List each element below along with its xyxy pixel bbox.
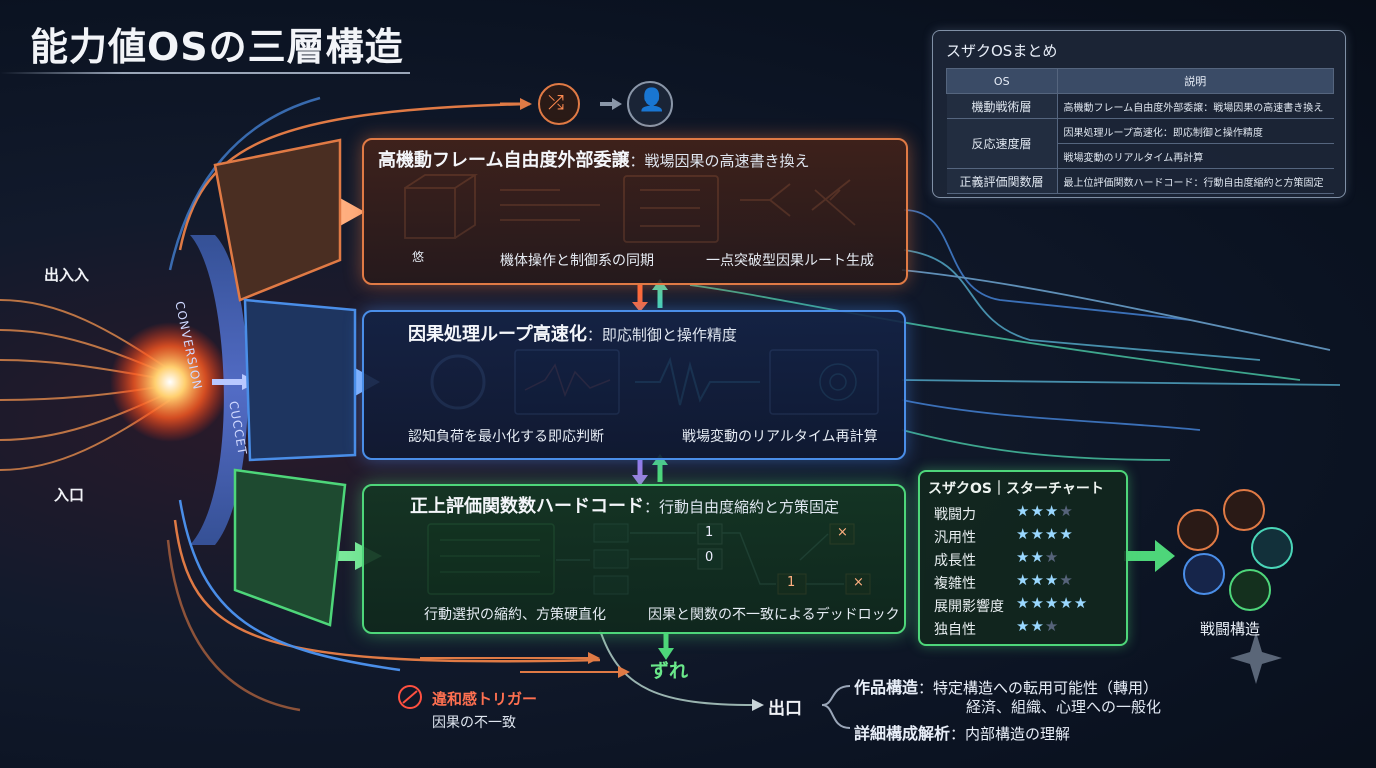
summary-header-desc: 説明 (1056, 68, 1334, 94)
battle-cluster (1177, 489, 1293, 611)
shuffle-icon: ⤮ (548, 90, 564, 114)
star-row-label: 成長性 (934, 553, 976, 569)
summary-cell-os: 反応速度層 (946, 118, 1058, 169)
summary-cell-desc: 最上位評価関数ハードコード：行動自由度縮約と方策固定 (1057, 168, 1334, 194)
star-filled-icon: ★ (1059, 525, 1074, 543)
star-filled-icon: ★ (1044, 502, 1060, 520)
star-filled-icon: ★ (1030, 571, 1045, 589)
star-row-label: 戦闘力 (934, 507, 976, 523)
layer-title-reaction: 因果処理ループ高速化：即応制御と操作精度 (408, 324, 737, 345)
star-filled-icon: ★ (1030, 502, 1045, 520)
deviation-label: ずれ (650, 660, 689, 682)
exit-flows (420, 629, 851, 729)
right-streams (689, 209, 1341, 461)
summary-cell-os: 機動戦術層 (946, 93, 1058, 119)
no-entry-slash (402, 690, 418, 704)
star-filled-icon: ★ (1044, 594, 1060, 612)
star-rating: ★★★★★ (1016, 594, 1088, 612)
summary-cell-os: 正義評価関数層 (946, 168, 1058, 194)
star-empty-icon: ★ (1059, 502, 1074, 520)
summary-cell-desc: 因果処理ループ高速化：即応制御と操作精度 (1057, 118, 1334, 144)
battle-structure-label: 戦闘構造 (1200, 620, 1261, 638)
star-empty-icon: ★ (1044, 548, 1060, 566)
star-rating: ★★★★ (1016, 525, 1074, 543)
sparkle-icon (1230, 632, 1282, 684)
star-filled-icon: ★ (1044, 525, 1060, 543)
table-row: 機動戦術層 高機動フレーム自由度外部委譲：戦場因果の高速書き換え (946, 93, 1334, 119)
star-filled-icon: ★ (1044, 571, 1060, 589)
star-chart-box (918, 470, 1128, 646)
exit-item-work: 作品構造：特定構造への転用可能性（轉用） (854, 678, 1159, 697)
summary-title: スザクOSまとめ (946, 42, 1058, 60)
input-label-top: 出入入 (44, 266, 90, 284)
star-filled-icon: ★ (1059, 594, 1074, 612)
trigger-title: 違和感トリガー (432, 690, 538, 708)
summary-cell-desc: 高機動フレーム自由度外部委譲：戦場因果の高速書き換え (1057, 93, 1334, 119)
star-filled-icon: ★ (1016, 594, 1031, 612)
caption-sync: 機体操作と制御系の同期 (500, 253, 654, 269)
summary-cell-desc: 戦場変動のリアルタイム再計算 (1057, 143, 1334, 169)
user-circle (627, 81, 673, 127)
table-row: 正義評価関数層 最上位評価関数ハードコード：行動自由度縮約と方策固定 (946, 168, 1334, 194)
title-underline (0, 72, 410, 74)
star-rating: ★★★★ (1016, 571, 1074, 589)
input-label-bottom: 入口 (54, 486, 85, 504)
caption-contraction: 行動選択の縮約、方策硬直化 (424, 607, 606, 623)
star-row-label: 展開影響度 (934, 599, 1004, 615)
star-filled-icon: ★ (1016, 525, 1031, 543)
star-rating: ★★★ (1016, 617, 1059, 635)
star-filled-icon: ★ (1016, 571, 1031, 589)
star-filled-icon: ★ (1030, 617, 1045, 635)
shuffle-circle (538, 83, 580, 125)
node-x-2: × (853, 575, 864, 590)
trigger-subtitle: 因果の不一致 (432, 715, 516, 731)
node-zero: 0 (705, 550, 714, 565)
layer-title-mobility: 高機動フレーム自由度外部委譲：戦場因果の高速書き換え (378, 150, 810, 171)
star-empty-icon: ★ (1059, 571, 1074, 589)
star-filled-icon: ★ (1016, 502, 1031, 520)
node-x-1: × (837, 525, 848, 540)
star-filled-icon: ★ (1030, 594, 1045, 612)
conversion-ring (190, 235, 249, 545)
exit-item-analysis: 詳細構成解析：内部構造の理解 (854, 724, 1071, 743)
table-row: 反応速度層 因果処理ループ高速化：即応制御と操作精度 (946, 118, 1334, 169)
caption-deadlock: 因果と関数の不一致によるデッドロック (648, 607, 900, 623)
outer-streams (166, 96, 601, 712)
star-chart-title: スザクOS｜スターチャート (928, 481, 1104, 497)
star-filled-icon: ★ (1030, 525, 1045, 543)
exit-item-generalize: 経済、組織、心理への一般化 (966, 698, 1162, 716)
star-row-label: 汎用性 (934, 530, 976, 546)
summary-table: OS 説明 機動戦術層 高機動フレーム自由度外部委譲：戦場因果の高速書き換え 反… (946, 68, 1334, 194)
page-title: 能力値OSの三層構造 (30, 25, 404, 69)
layer-arrows (632, 279, 674, 660)
caption-judgement: 認知負荷を最小化する即応判断 (408, 429, 604, 445)
layer-panel-evaluation (362, 484, 906, 634)
exit-label: 出口 (768, 699, 802, 719)
star-filled-icon: ★ (1030, 548, 1045, 566)
star-row-label: 複雑性 (934, 576, 976, 592)
side-tiles (213, 138, 357, 627)
caption-recalc: 戦場変動のリアルタイム再計算 (682, 429, 878, 445)
node-one-b: 1 (787, 575, 796, 590)
caption-small: 悠 (412, 250, 425, 264)
summary-header-os: OS (946, 68, 1058, 94)
no-entry-icon (398, 685, 422, 709)
layer-panel-reaction (362, 310, 906, 460)
star-row-label: 独自性 (934, 622, 976, 638)
layer-title-evaluation: 正上評価関数数ハードコード：行動自由度縮約と方策固定 (410, 496, 840, 517)
user-icon: 👤 (638, 88, 666, 113)
energy-core (110, 322, 230, 442)
star-rating: ★★★★ (1016, 502, 1074, 520)
star-rating: ★★★ (1016, 548, 1059, 566)
layer-panel-mobility (362, 138, 908, 285)
star-filled-icon: ★ (1016, 548, 1031, 566)
star-filled-icon: ★ (1016, 617, 1031, 635)
star-filled-icon: ★ (1073, 594, 1089, 612)
caption-route: 一点突破型因果ルート生成 (706, 253, 874, 269)
node-one: 1 (705, 525, 714, 540)
star-empty-icon: ★ (1044, 617, 1060, 635)
